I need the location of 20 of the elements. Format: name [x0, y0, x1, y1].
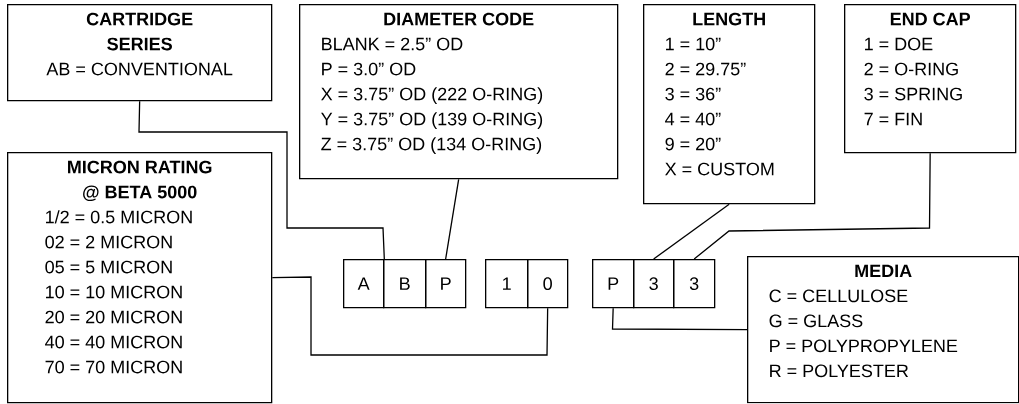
code-cell: P: [592, 259, 635, 309]
code-legend-box: DIAMETER CODE BLANK = 2.5” OD P = 3.0” OD X = 3.75” OD (222 O-RING) Y = 3.75” OD (139 O-RING) Z = 3.75” OD (134 O-RING): [299, 4, 619, 180]
code-cell: 1: [485, 259, 529, 309]
code-cell: P: [425, 259, 467, 309]
connector-line: [445, 178, 460, 260]
connector-line: [138, 100, 385, 260]
code-legend-box: CARTRIDGE SERIES AB = CONVENTIONAL: [7, 4, 273, 102]
code-legend-box: LENGTH 1 = 10” 2 = 29.75” 3 = 36” 4 = 40” 9 = 20” X = CUSTOM: [643, 4, 816, 205]
connector-line: [611, 307, 748, 331]
code-cell: 0: [527, 259, 569, 309]
code-cell: A: [343, 259, 385, 309]
code-legend-box: MEDIA C = CELLULOSE G = GLASS P = POLYPROPYLENE R = POLYESTER: [747, 256, 1019, 404]
code-legend-box: END CAP 1 = DOE 2 = O-RING 3 = SPRING 7 = FIN: [844, 4, 1017, 154]
connector-line: [693, 152, 931, 260]
code-legend-box: MICRON RATING @ BETA 5000 1/2 = 0.5 MICRON 02 = 2 MICRON 05 = 5 MICRON 10 = 10 MICRON 20 = 20 MICRON 40 = 40 MICRON 70 = 70 MICRON: [7, 152, 273, 404]
code-cell: 3: [673, 259, 716, 309]
connector-line: [271, 276, 549, 356]
code-cell: 3: [633, 259, 675, 309]
code-cell: B: [383, 259, 427, 309]
connector-line: [653, 203, 730, 260]
